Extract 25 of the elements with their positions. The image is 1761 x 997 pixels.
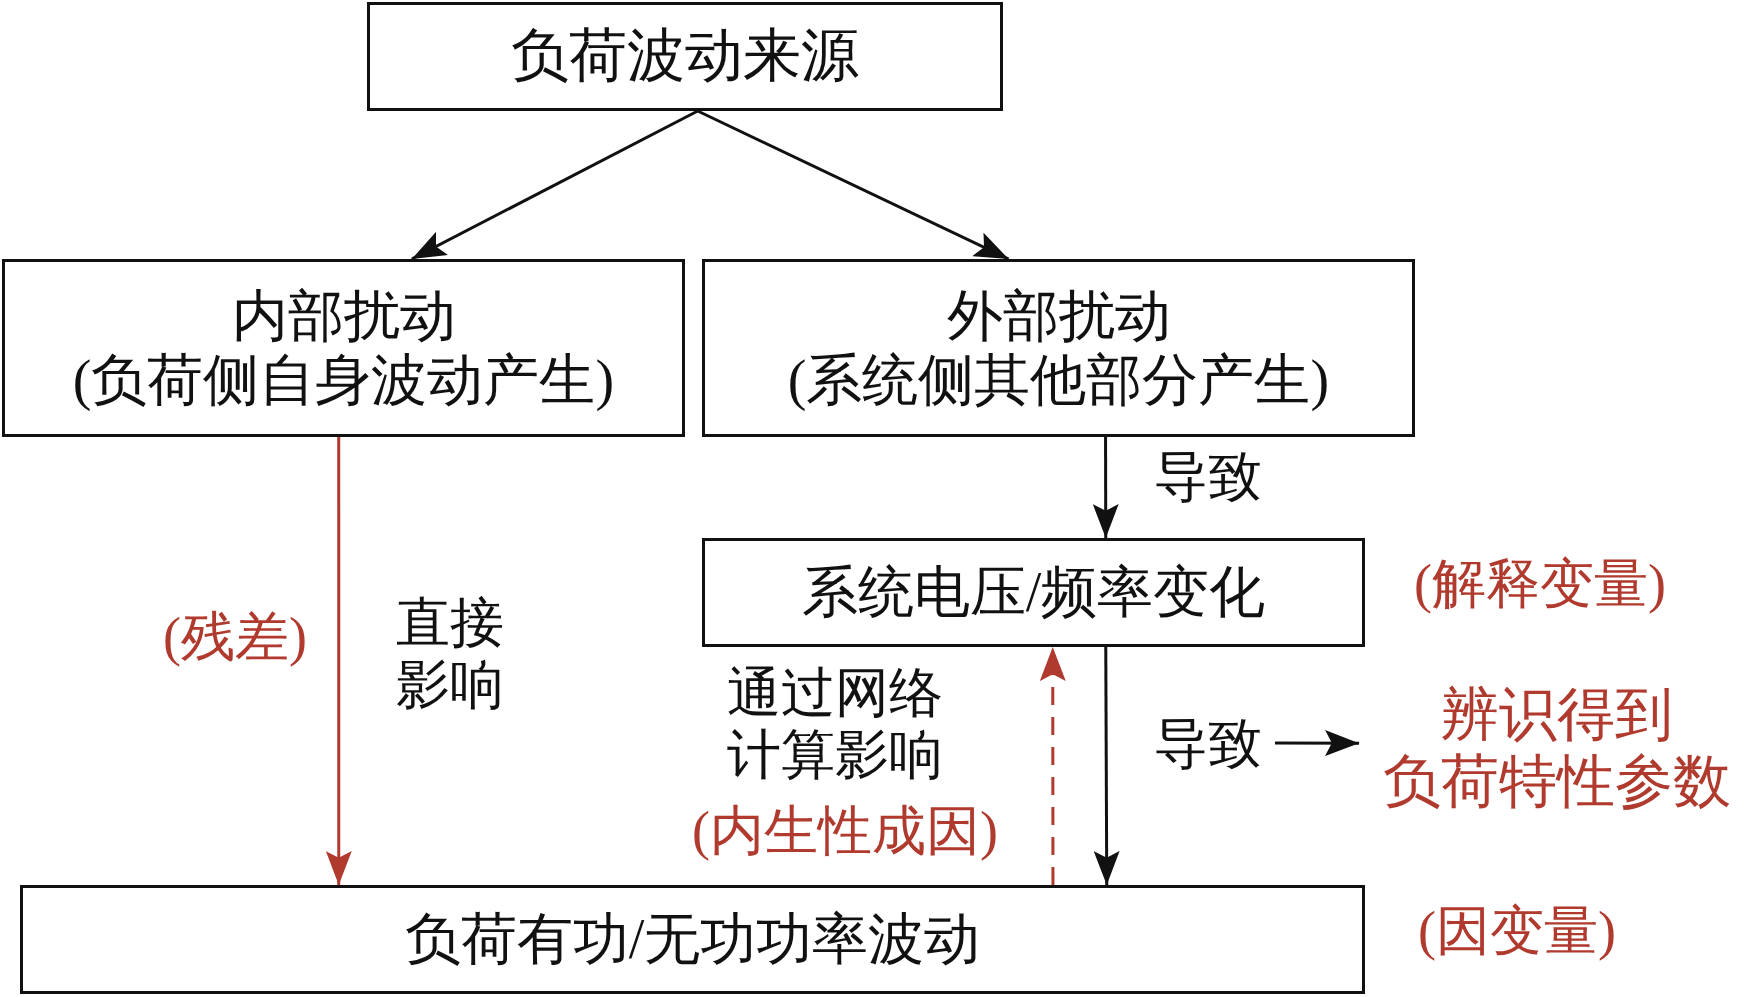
process-box: 负荷有功/无功功率波动	[20, 885, 1365, 994]
process-box: 负荷波动来源	[367, 2, 1003, 111]
arrow	[1039, 647, 1066, 885]
box-text: 内部扰动	[231, 283, 456, 348]
edge-label: 直接影响	[395, 592, 505, 717]
process-box: 系统电压/频率变化	[702, 538, 1365, 647]
box-text: (系统侧其他部分产生)	[787, 348, 1330, 413]
annotation-text: (因变量)	[1417, 900, 1617, 963]
arrow	[1275, 730, 1360, 757]
annotation-text: (残差)	[162, 606, 308, 669]
annotation-text: (内生性成因)	[691, 800, 999, 863]
edge-label-text: 导致	[1153, 712, 1262, 776]
edge-label: 通过网络计算影响	[726, 662, 944, 787]
result-text: 辨识得到负荷特性参数	[1383, 682, 1731, 816]
arrow	[697, 109, 1010, 261]
process-box	[702, 259, 1415, 437]
process-box	[2, 259, 685, 437]
arrow	[325, 437, 352, 885]
arrow	[1093, 647, 1120, 885]
edge-label: 导致	[1152, 446, 1263, 509]
box-text: (负荷侧自身波动产生)	[72, 348, 615, 413]
arrow	[1092, 437, 1119, 538]
annotation-text: (解释变量)	[1413, 553, 1667, 616]
box-text: 外部扰动	[946, 283, 1171, 348]
arrow	[411, 109, 699, 261]
